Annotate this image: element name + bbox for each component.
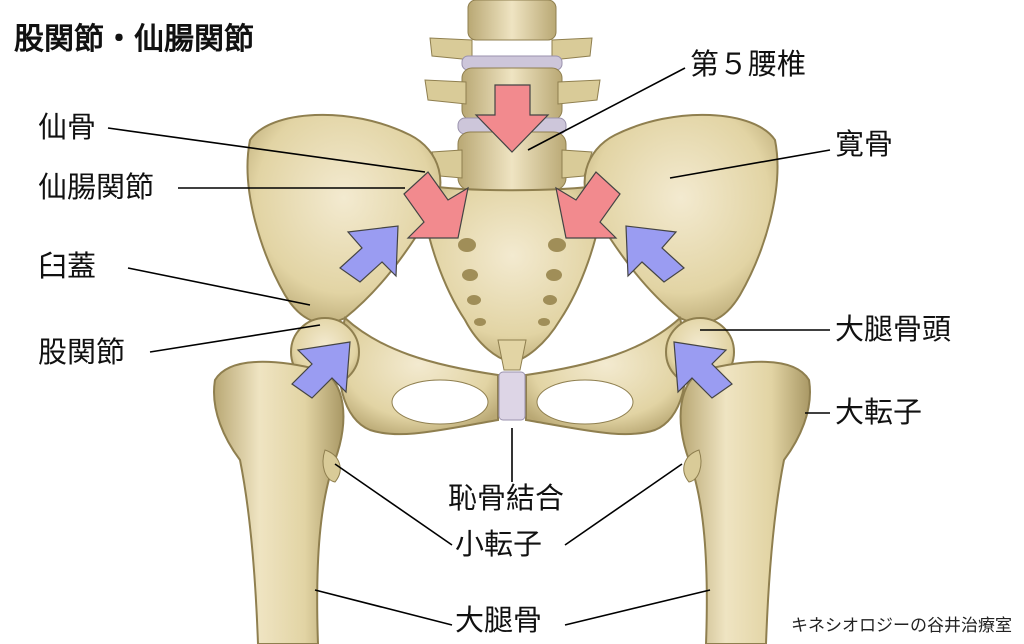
arrow-down-l5-icon xyxy=(474,84,550,153)
transverse-process-right-l4 xyxy=(557,79,601,105)
sacral-foramina xyxy=(458,238,566,326)
page-title: 股関節・仙腸関節 xyxy=(14,22,254,57)
arrow-acetabulum-right-icon xyxy=(625,225,685,283)
arrow-hip-left-icon xyxy=(291,341,351,399)
label-femoral-head: 大腿骨頭 xyxy=(835,312,952,346)
ilium-left xyxy=(246,113,442,324)
arrows xyxy=(291,84,733,399)
ilium-right xyxy=(583,113,779,324)
label-greater-trochanter: 大転子 xyxy=(835,395,923,429)
arrow-hip-right-icon xyxy=(673,341,733,399)
label-sacrum: 仙骨 xyxy=(38,110,97,144)
obturator-foramen-left xyxy=(391,379,489,425)
arrow-si-right-icon xyxy=(555,171,621,239)
transverse-process-right-upper xyxy=(551,37,593,61)
sacrum xyxy=(418,183,607,364)
label-lesser-trochanter: 小転子 xyxy=(455,527,543,561)
leader-lines xyxy=(107,67,831,626)
credit-text: キネシオロジーの谷井治療室 xyxy=(791,616,1012,636)
arrow-si-left-icon xyxy=(403,171,469,239)
label-si-joint: 仙腸関節 xyxy=(38,170,155,204)
label-l5: 第５腰椎 xyxy=(690,47,807,81)
label-hip-joint: 股関節 xyxy=(38,335,126,369)
obturator-foramen-right xyxy=(536,379,634,425)
label-ilium: 寛骨 xyxy=(835,127,894,161)
arrow-acetabulum-left-icon xyxy=(339,225,399,283)
transverse-process-left-upper xyxy=(429,37,473,61)
label-femur: 大腿骨 xyxy=(455,603,543,637)
pubic-symphysis-disc xyxy=(498,371,526,421)
vertebra-upper xyxy=(467,0,557,41)
label-acetabulum: 臼蓋 xyxy=(38,249,97,283)
label-pubic-symphysis: 恥骨結合 xyxy=(448,481,565,515)
transverse-process-left-l4 xyxy=(424,79,467,105)
coccyx xyxy=(497,339,527,371)
lesser-trochanter-right xyxy=(683,449,702,483)
lesser-trochanter-left xyxy=(322,449,341,483)
